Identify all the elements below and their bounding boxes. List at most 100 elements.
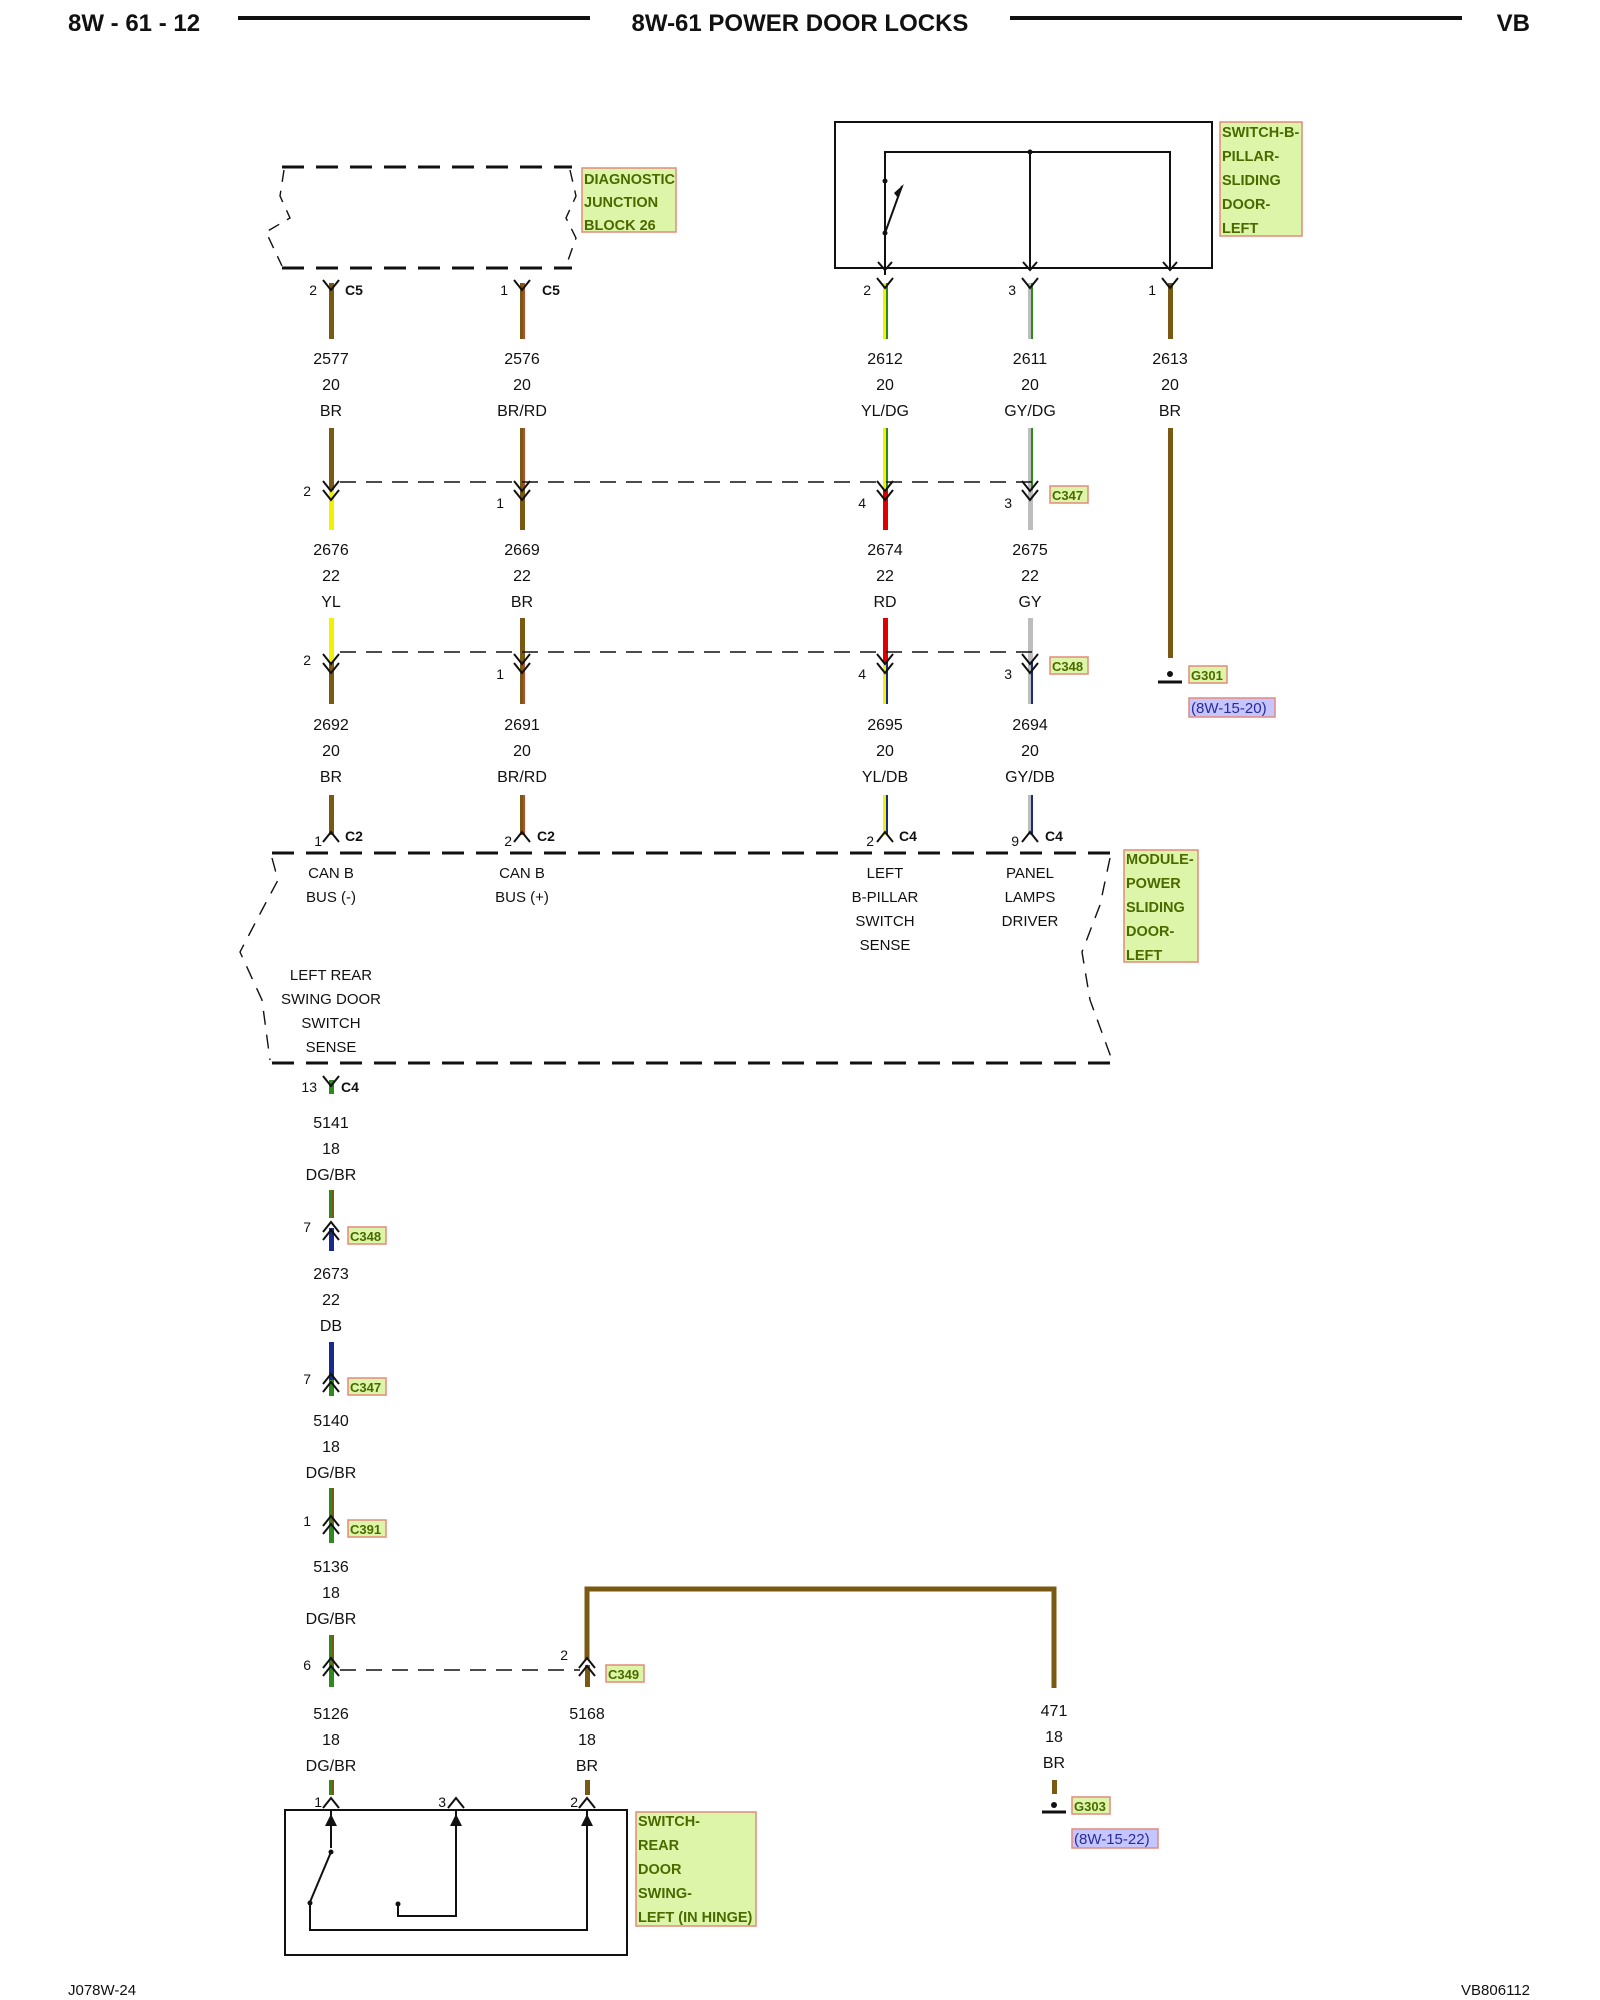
page-title: 8W-61 POWER DOOR LOCKS [632,10,969,37]
b-pillar-label-3: SLIDING [1222,173,1281,189]
color-label: BR [320,403,342,420]
wire-2611-top [1031,283,1033,339]
g301-ref[interactable]: (8W-15-20) [1191,700,1267,717]
djb-label-2: JUNCTION [584,195,658,211]
gauge-label: 20 [1161,377,1179,394]
sig-rear-1: LEFT REAR [290,967,372,984]
c4-label-b: C4 [1045,828,1063,844]
connector-ids: C5 C5 C2 C2 C4 C4 C4 C347 C348 C348 C347… [341,282,1089,1683]
color-label: RD [873,594,896,611]
wire-2675-top [1028,490,1033,530]
gauge-label: 20 [322,377,340,394]
wire-2577-top [329,283,334,339]
c348-tag-lower: C348 [350,1229,381,1244]
wire-2611-bottom [1031,428,1033,490]
color-label: GY [1018,594,1041,611]
circuit-label: 2576 [504,351,540,368]
pin-label: 2 [303,483,311,499]
gauge-label: 22 [322,568,340,585]
wire-2676-bottom [329,618,334,662]
wire-2613-bottom [1168,428,1173,658]
gauge-label: 18 [322,1439,340,1456]
pin-label: 6 [303,1657,311,1673]
wire-2676-top [329,490,334,530]
pin-label: 3 [1008,282,1016,298]
circuit-label: 2675 [1012,542,1048,559]
b-pillar-label-box [1219,121,1303,237]
color-label: BR [1159,403,1181,420]
color-label: YL [321,594,341,611]
diagnostic-junction-block: DIAGNOSTIC JUNCTION BLOCK 26 [265,165,677,270]
wire-2576-bottom [523,428,525,490]
sig-panel-2: LAMPS [1005,889,1056,906]
module-label-3: SLIDING [1126,900,1185,916]
pin-label: 2 [866,833,874,849]
pin-label: 2 [309,282,317,298]
wire-5168-bottom [585,1780,590,1795]
c349-tag: C349 [608,1667,639,1682]
sig-can-plus-2: BUS (+) [495,889,549,906]
circuit-label: 5126 [313,1706,349,1723]
c348-tag-top: C348 [1052,659,1083,674]
wire-labels: 2577 20 BR 2576 20 BR/RD 2612 20 YL/DG 2… [306,351,1188,1775]
gauge-label: 20 [876,743,894,760]
circuit-label: 5136 [313,1559,349,1576]
color-label: BR [1043,1755,1065,1772]
wire-2673-top [329,1228,334,1251]
gauge-label: 20 [513,377,531,394]
pin-label: 3 [1004,666,1012,682]
wire-471-bottom [1052,1780,1057,1794]
pin-label: 7 [303,1371,311,1387]
gauge-label: 20 [876,377,894,394]
gauge-label: 22 [1021,568,1039,585]
wire-5141-top [329,1080,334,1094]
wire-2612-top [886,283,888,339]
wire-2612-bottom [886,428,888,490]
sig-rear-3: SWITCH [301,1015,360,1032]
pin-label: 13 [301,1079,317,1095]
wire-2695-top [886,662,888,704]
c347-tag-top: C347 [1052,488,1083,503]
pin-label: 2 [863,282,871,298]
module-label-5: LEFT [1126,948,1162,964]
c4-label-c: C4 [341,1079,359,1095]
circuit-label: 471 [1041,1703,1068,1720]
pin-label: 1 [314,833,322,849]
footer-left: J078W-24 [68,1982,136,1999]
gauge-label: 18 [578,1732,596,1749]
wire-5141-bottom [332,1190,334,1218]
circuit-label: 5168 [569,1706,605,1723]
gauge-label: 18 [322,1732,340,1749]
color-label: DG/BR [306,1758,357,1775]
wire-2692-bottom [329,795,334,835]
pin-label: 2 [504,833,512,849]
c2-label-b: C2 [537,828,555,844]
circuit-label: 2674 [867,542,903,559]
sig-bpillar-2: B-PILLAR [852,889,919,906]
pin-label: 2 [570,1794,578,1810]
sliding-door-module: MODULE- POWER SLIDING DOOR- LEFT CAN B B… [239,849,1199,1065]
sig-can-minus-2: BUS (-) [306,889,356,906]
b-pillar-label-2: PILLAR- [1222,149,1279,165]
gauge-label: 22 [876,568,894,585]
wire-2691-top [523,662,525,704]
wire-5140-top [329,1380,334,1396]
c2-label-a: C2 [345,828,363,844]
gauge-label: 20 [1021,743,1039,760]
b-pillar-label-4: DOOR- [1222,197,1271,213]
circuit-label: 2669 [504,542,540,559]
rear-switch-label-5: LEFT (IN HINGE) [638,1910,753,1926]
wire-2675-bottom [1028,618,1033,662]
g303-ref[interactable]: (8W-15-22) [1074,1831,1150,1848]
footer-right: VB806112 [1461,1982,1530,1999]
pin-label: 3 [438,1794,446,1810]
wire-2674-bottom [883,618,888,662]
ground-g303: G303 (8W-15-22) [1042,1796,1159,1849]
sig-rear-4: SENSE [306,1039,357,1056]
pin-label: 7 [303,1219,311,1235]
pin-label: 1 [1148,282,1156,298]
rear-door-switch: SWITCH- REAR DOOR SWING- LEFT (IN HINGE) [284,1809,757,1956]
color-label: BR [320,769,342,786]
sig-rear-2: SWING DOOR [281,991,381,1008]
